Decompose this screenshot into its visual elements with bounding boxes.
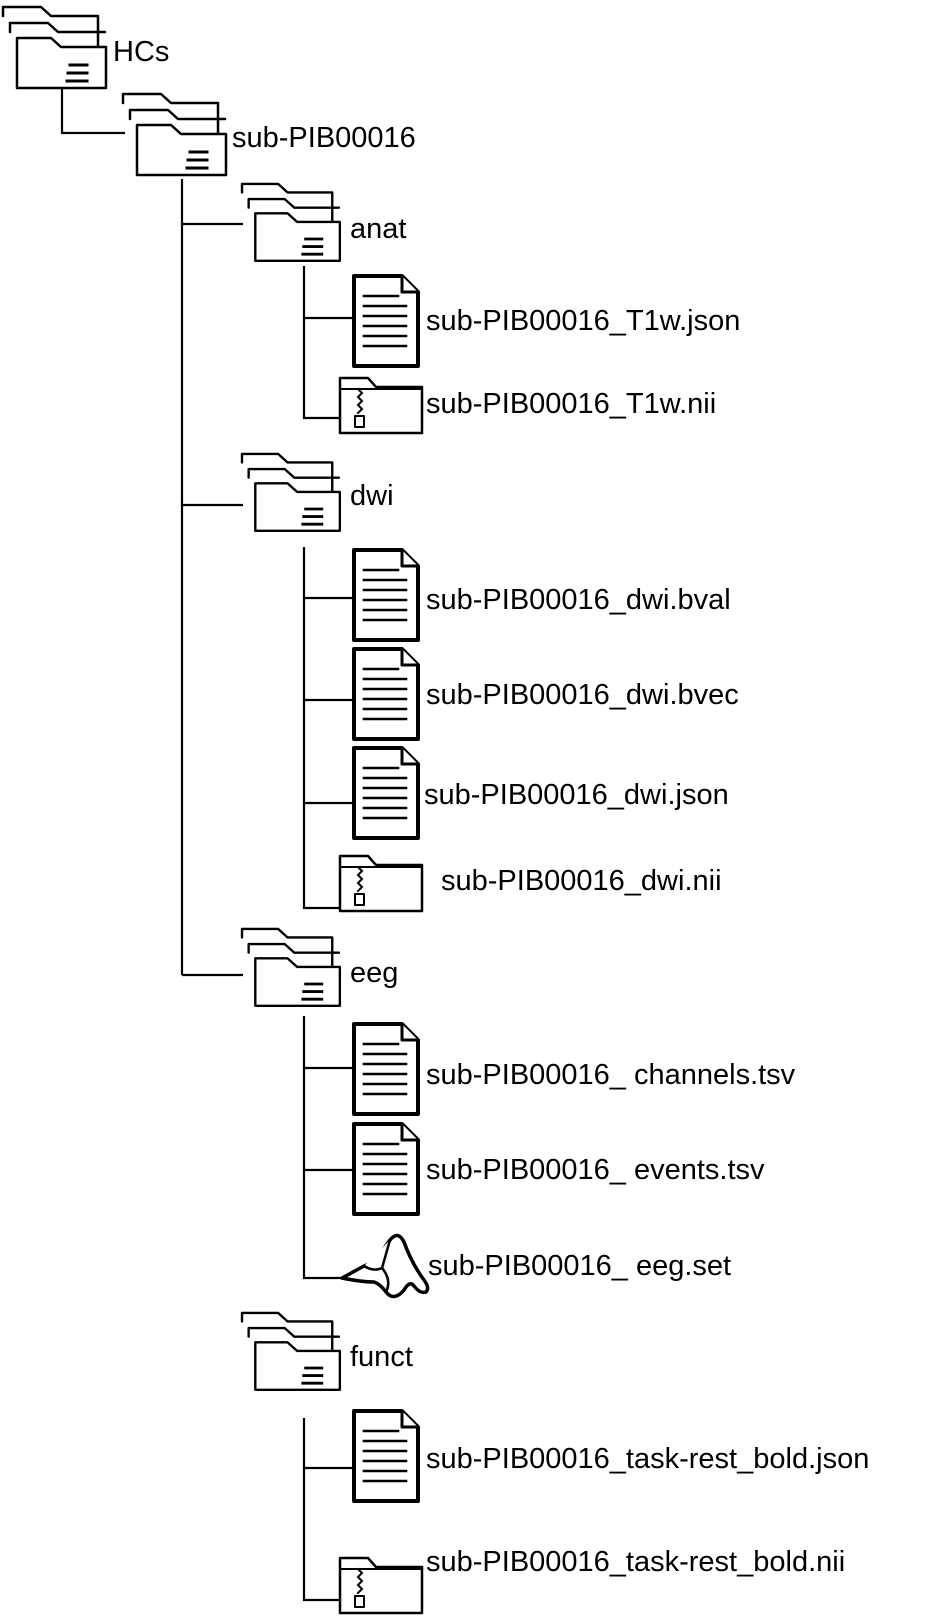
folder-icon	[240, 1311, 342, 1392]
folder-icon	[240, 927, 342, 1008]
folder-dwi[interactable]: dwi	[240, 452, 394, 533]
folder-funct[interactable]: funct	[240, 1311, 413, 1392]
file-t1w-json[interactable]: sub-PIB00016_T1w.json	[352, 274, 740, 368]
document-icon	[352, 1122, 420, 1216]
file-bold-json[interactable]: sub-PIB00016_task-rest_bold.json	[352, 1409, 869, 1503]
zip-folder-icon	[338, 1556, 424, 1615]
file-label: sub-PIB00016_T1w.nii	[426, 388, 716, 420]
file-dwi-bval[interactable]: sub-PIB00016_dwi.bval	[352, 548, 731, 642]
folder-label: anat	[350, 213, 406, 245]
file-channels-tsv[interactable]: sub-PIB00016_ channels.tsv	[352, 1022, 796, 1116]
file-bold-nii[interactable]: sub-PIB00016_task-rest_bold.nii	[338, 1546, 845, 1615]
folder-label: HCs	[113, 36, 169, 68]
document-icon	[352, 274, 420, 368]
document-icon	[352, 548, 420, 642]
folder-icon	[240, 452, 342, 533]
file-label: sub-PIB00016_task-rest_bold.nii	[426, 1546, 845, 1578]
folder-icon	[1, 5, 108, 90]
folder-subject[interactable]: sub-PIB00016	[121, 92, 416, 177]
file-label: sub-PIB00016_ channels.tsv	[426, 1059, 796, 1091]
folder-label: funct	[350, 1341, 413, 1373]
file-label: sub-PIB00016_dwi.bvec	[426, 679, 739, 711]
document-icon	[352, 1409, 420, 1503]
zip-folder-icon	[338, 376, 424, 435]
folder-label: eeg	[350, 957, 398, 989]
file-eeg-set[interactable]: sub-PIB00016_ eeg.set	[340, 1233, 731, 1299]
file-label: sub-PIB00016_dwi.bval	[426, 584, 731, 616]
zip-folder-icon	[338, 854, 424, 913]
file-label: sub-PIB00016_dwi.nii	[441, 865, 722, 897]
folder-icon	[240, 182, 342, 263]
document-icon	[352, 647, 420, 741]
file-dwi-nii[interactable]: sub-PIB00016_dwi.nii	[338, 854, 722, 913]
folder-anat[interactable]: anat	[240, 182, 406, 263]
folder-label: sub-PIB00016	[232, 122, 416, 154]
folder-hcs[interactable]: HCs	[1, 5, 169, 90]
file-dwi-bvec[interactable]: sub-PIB00016_dwi.bvec	[352, 647, 739, 741]
file-dwi-json[interactable]: sub-PIB00016_dwi.json	[352, 746, 729, 840]
matlab-icon	[340, 1233, 430, 1299]
file-events-tsv[interactable]: sub-PIB00016_ events.tsv	[352, 1122, 765, 1216]
tree-connectors	[60, 88, 358, 1602]
file-label: sub-PIB00016_ eeg.set	[428, 1250, 731, 1282]
file-label: sub-PIB00016_T1w.json	[426, 305, 740, 337]
file-label: sub-PIB00016_ events.tsv	[426, 1154, 765, 1186]
folder-label: dwi	[350, 480, 394, 512]
folder-eeg[interactable]: eeg	[240, 927, 398, 1008]
file-label: sub-PIB00016_dwi.json	[424, 779, 729, 811]
file-label: sub-PIB00016_task-rest_bold.json	[426, 1443, 869, 1475]
file-t1w-nii[interactable]: sub-PIB00016_T1w.nii	[338, 376, 716, 435]
document-icon	[352, 1022, 420, 1116]
folder-icon	[121, 92, 228, 177]
document-icon	[352, 746, 420, 840]
